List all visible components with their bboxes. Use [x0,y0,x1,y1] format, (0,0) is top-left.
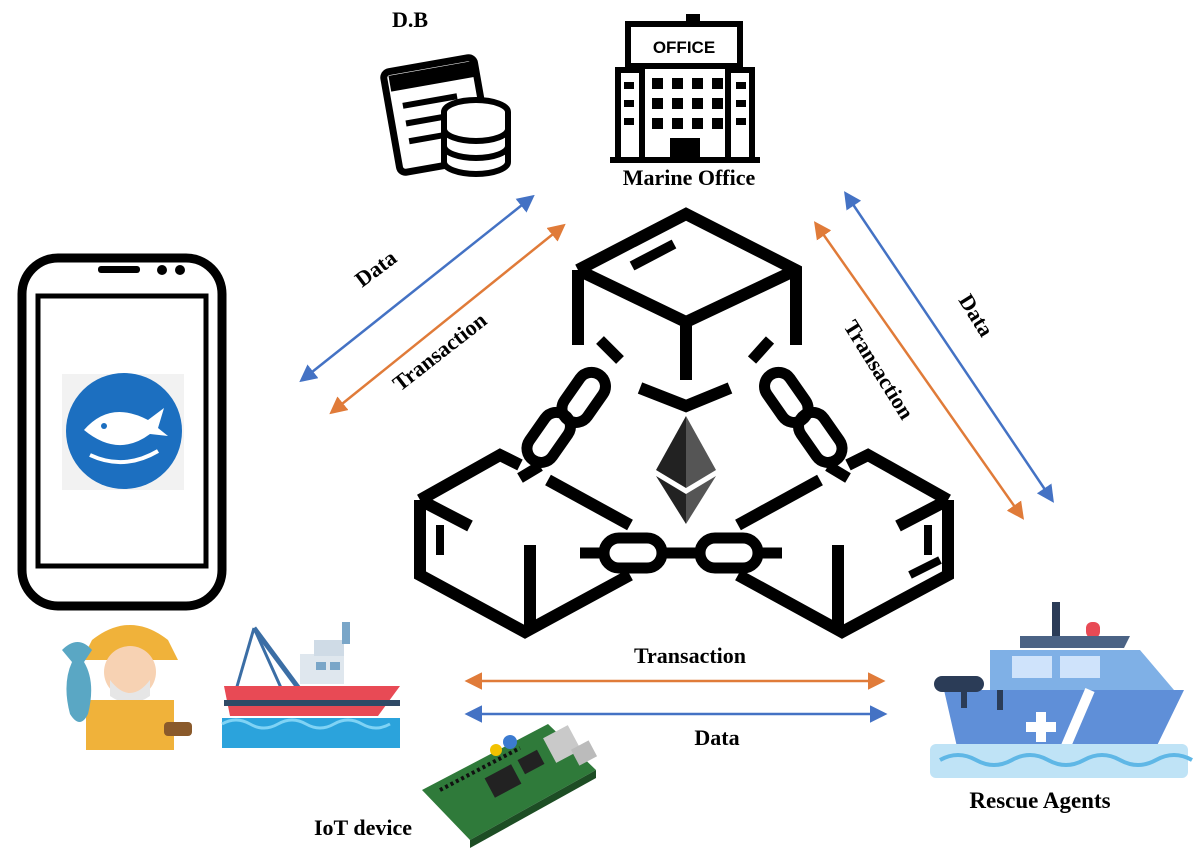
office-sign-text: OFFICE [653,38,715,57]
iot-board-icon [422,724,598,848]
marine-office-label: Marine Office [623,165,756,190]
database-icon [380,54,511,177]
rescue-agents-label: Rescue Agents [969,788,1110,813]
transaction-arrow-right [813,221,1025,520]
db-label: D.B [392,7,428,32]
rescue-boat-icon [930,602,1193,778]
data-label-right: Data [954,289,999,341]
transaction-label-right: Transaction [839,315,920,423]
transaction-label-bottom: Transaction [634,643,746,668]
fisherman-icon [62,625,192,750]
data-label-bottom: Data [694,725,739,750]
iot-device-label: IoT device [314,815,412,840]
ethereum-icon [656,416,716,524]
transaction-arrow-left [329,223,566,415]
data-label-left: Data [350,245,401,292]
fishing-boat-icon [221,622,400,748]
office-building-icon: OFFICE [610,14,760,163]
fish-app-icon [62,373,184,490]
transaction-label-left: Transaction [388,307,492,396]
